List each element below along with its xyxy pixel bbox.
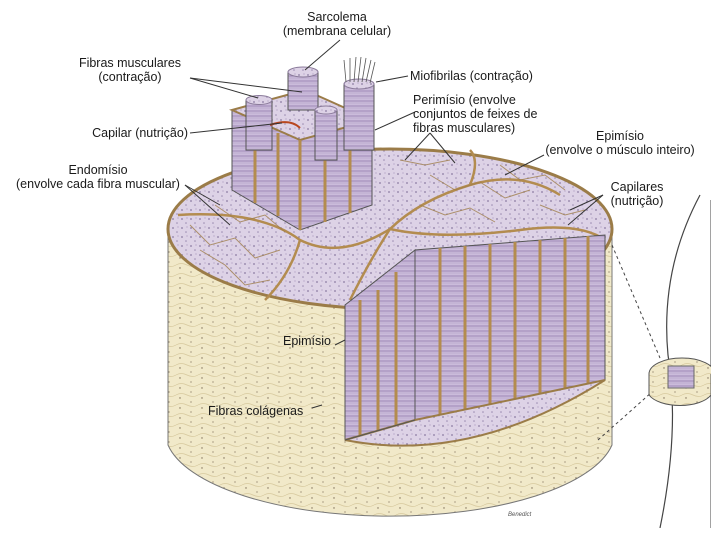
label-endomisio-line2: (envolve cada fibra muscular) xyxy=(8,177,188,191)
label-perimisio-line1: Perimísio (envolve xyxy=(413,93,537,107)
label-epimisio-side: Epimísio xyxy=(283,334,331,348)
label-fibras-musculares-line1: Fibras musculares xyxy=(68,56,192,70)
label-perimisio-line2: conjuntos de feixes de xyxy=(413,107,537,121)
label-endomisio-line1: Endomísio xyxy=(8,163,188,177)
label-perimisio-line3: fibras musculares) xyxy=(413,121,537,135)
label-capilar: Capilar (nutrição) xyxy=(70,126,188,140)
label-miofibrilas: Miofibrilas (contração) xyxy=(410,69,533,83)
label-endomisio: Endomísio (envolve cada fibra muscular) xyxy=(8,163,188,191)
artist-signature: Benedict xyxy=(508,512,531,518)
label-fibras-colagenas: Fibras colágenas xyxy=(208,404,303,418)
label-fibras-colagenas-line1: Fibras colágenas xyxy=(208,404,303,418)
label-fibras-musculares-line2: (contração) xyxy=(68,70,192,84)
label-epimisio-top: Epimísio (envolve o músculo inteiro) xyxy=(535,129,705,157)
single-fiber-3 xyxy=(344,84,374,150)
label-miofibrilas-line1: Miofibrilas (contração) xyxy=(410,69,533,83)
label-capilares: Capilares (nutrição) xyxy=(597,180,677,208)
label-sarcolema-line1: Sarcolema xyxy=(272,10,402,24)
label-capilares-line1: Capilares xyxy=(597,180,677,194)
label-epimisio-side-line1: Epimísio xyxy=(283,334,331,348)
label-perimisio: Perimísio (envolve conjuntos de feixes d… xyxy=(413,93,537,135)
label-sarcolema-line2: (membrana celular) xyxy=(272,24,402,38)
label-capilar-line1: Capilar (nutrição) xyxy=(70,126,188,140)
label-fibras-musculares: Fibras musculares (contração) xyxy=(68,56,192,84)
label-sarcolema: Sarcolema (membrana celular) xyxy=(272,10,402,38)
label-epimisio-top-line2: (envolve o músculo inteiro) xyxy=(535,143,705,157)
single-fiber-4 xyxy=(315,110,337,160)
label-epimisio-top-line1: Epimísio xyxy=(535,129,705,143)
label-capilares-line2: (nutrição) xyxy=(597,194,677,208)
